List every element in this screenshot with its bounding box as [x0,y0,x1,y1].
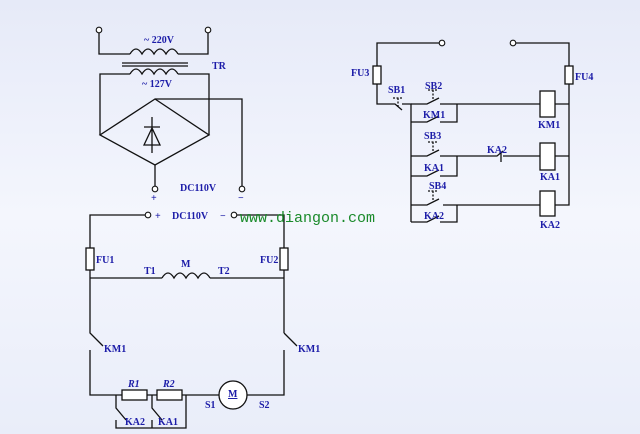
transformer: ~ 220V TR ~ 127V [95,26,227,135]
sb2-label: SB2 [425,81,442,92]
km1-coil-label: KM1 [538,120,560,131]
s2-label: S2 [259,400,270,411]
s1-label: S1 [205,400,216,411]
fuse-fu2 [279,247,289,271]
fuse-fu1 [85,247,95,271]
resistor-r1 [121,389,148,401]
terminal [204,26,212,34]
ka2-coil-label: KA2 [540,220,560,231]
supply-minus: − [220,211,226,222]
terminal [95,26,103,34]
sb1-label: SB1 [388,85,405,96]
fu1-label: FU1 [96,255,114,266]
rectifier-bridge: + − DC110V [98,98,246,204]
control-circuit: FU3 FU4 SB1 SB2 KM1 KM1 SB3 KA2 KA1 KA1 … [351,39,593,231]
r1-label: R1 [127,379,140,390]
resistor-r2 [156,389,183,401]
field-label: M [181,259,191,270]
coil-km1 [539,90,556,118]
ka1-label: KA1 [158,417,178,428]
fuse-fu3 [372,65,382,85]
supply-plus: + [155,211,161,222]
sb3-label: SB3 [424,131,441,142]
ka2-nc-label: KA2 [487,145,507,156]
ka1-coil-label: KA1 [540,172,560,183]
coil-ka2 [539,190,556,217]
motor-label: M [228,389,238,400]
sb4-label: SB4 [429,181,446,192]
core [122,62,188,67]
primary-voltage-label: ~ 220V [144,35,175,46]
secondary-coil [129,68,179,76]
fu4-label: FU4 [575,72,593,83]
fuse-fu4 [564,65,574,85]
watermark: www.diangon.com [240,210,375,227]
km1-contact-label: KM1 [423,110,445,121]
km1-right-label: KM1 [298,344,320,355]
fu3-label: FU3 [351,68,369,79]
ka2-contact-label: KA2 [424,211,444,222]
secondary-voltage-label: ~ 127V [142,79,173,90]
diode-icon [142,117,162,153]
minus-label: − [238,193,244,204]
t2-label: T2 [218,266,230,277]
km1-left-label: KM1 [104,344,126,355]
field-winding [161,272,211,280]
terminal-plus [151,185,159,193]
primary-coil [129,48,179,56]
fu2-label: FU2 [260,255,278,266]
t1-label: T1 [144,266,156,277]
ka2-label: KA2 [125,417,145,428]
transformer-label: TR [212,61,227,72]
terminal-minus [238,185,246,193]
ka1-contact-label: KA1 [424,163,444,174]
power-circuit: + DC110V − FU1 FU2 T1 T2 M KM1 KM1 R1 R2… [85,211,320,429]
output-label: DC110V [180,183,217,194]
motor-armature [218,380,248,410]
r2-label: R2 [162,379,175,390]
supply-label: DC110V [172,211,209,222]
coil-ka1 [539,142,556,171]
plus-label: + [151,193,157,204]
